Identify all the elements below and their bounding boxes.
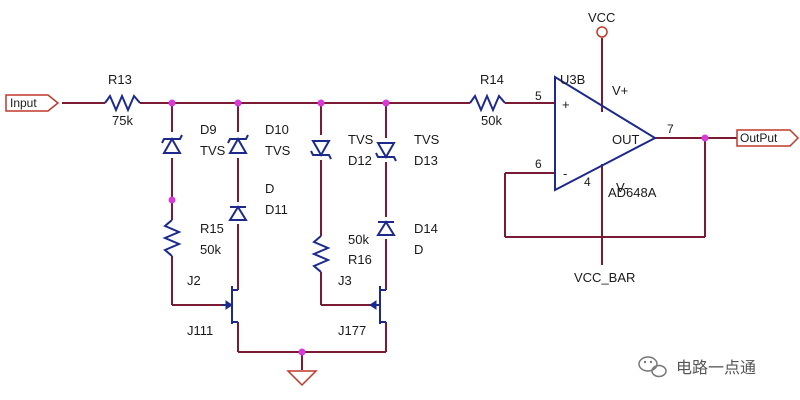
- wechat-icon: [638, 356, 667, 378]
- jfet-j3: J3 J177: [338, 273, 386, 338]
- j2-ref: J2: [187, 273, 201, 288]
- output-port-label: OutPut: [740, 131, 778, 145]
- resistor-r16: 50k R16: [311, 232, 372, 273]
- d12-type: TVS: [348, 132, 374, 147]
- d11-type: D: [265, 181, 274, 196]
- j3-ref: J3: [338, 273, 352, 288]
- opamp-pin-4: 4: [584, 175, 591, 189]
- input-port: Input: [5, 94, 60, 112]
- diode-d13: TVS D13: [375, 132, 440, 168]
- diode-d10: D10 TVS: [227, 122, 291, 158]
- opamp-ref: U3B: [560, 72, 585, 87]
- resistor-r14: R14 50k: [469, 72, 506, 128]
- watermark-text: 电路一点通: [676, 358, 756, 377]
- opamp-minus-sign: -: [563, 166, 567, 181]
- opamp-vplus-label: V+: [612, 83, 628, 98]
- r13-ref: R13: [108, 72, 132, 87]
- opamp-part: AD648A: [608, 185, 657, 200]
- diode-d11: D D11: [228, 181, 288, 221]
- input-port-label: Input: [10, 96, 37, 110]
- vcc-bar-label: VCC_BAR: [574, 270, 635, 285]
- output-port: OutPut: [736, 129, 800, 147]
- r16-ref: R16: [348, 252, 372, 267]
- diode-d9: D9 TVS: [161, 122, 226, 158]
- vcc-power-symbol: VCC: [588, 10, 615, 38]
- opamp-out-label: OUT: [612, 132, 640, 147]
- ground-symbol: [286, 370, 318, 387]
- wires: [62, 38, 737, 370]
- d10-type: TVS: [265, 143, 291, 158]
- r14-ref: R14: [480, 72, 504, 87]
- resistor-r15: R15 50k: [162, 219, 224, 257]
- r15-value: 50k: [200, 242, 221, 257]
- opamp-u3b: U3B + - OUT V+ V- AD648A 5 6 7 4: [535, 72, 674, 200]
- opamp-pin-5: 5: [535, 89, 542, 103]
- r14-value: 50k: [481, 113, 502, 128]
- d10-ref: D10: [265, 122, 289, 137]
- d9-ref: D9: [200, 122, 217, 137]
- d14-ref: D14: [414, 221, 438, 236]
- resistor-r13: R13 75k: [104, 72, 141, 128]
- junction-dots: [168, 99, 709, 356]
- opamp-pin-6: 6: [535, 157, 542, 171]
- d12-ref: D12: [348, 153, 372, 168]
- watermark: 电路一点通: [638, 356, 756, 378]
- vcc-label: VCC: [588, 10, 615, 25]
- opamp-plus-sign: +: [562, 97, 570, 112]
- diode-d12: TVS D12: [310, 132, 374, 168]
- vcc-bar-power-symbol: VCC_BAR: [574, 270, 635, 285]
- opamp-vminus-label: V-: [616, 180, 628, 195]
- d13-ref: D13: [414, 153, 438, 168]
- r13-value: 75k: [112, 113, 133, 128]
- r15-ref: R15: [200, 221, 224, 236]
- j3-part: J177: [338, 323, 366, 338]
- diode-d14: D14 D: [376, 220, 438, 257]
- jfet-j2: J2 J111: [187, 273, 238, 338]
- d13-type: TVS: [414, 132, 440, 147]
- opamp-pin-7: 7: [667, 122, 674, 136]
- d14-type: D: [414, 242, 423, 257]
- j2-part: J111: [187, 323, 213, 338]
- d9-type: TVS: [200, 143, 226, 158]
- r16-value: 50k: [348, 232, 369, 247]
- d11-ref: D11: [265, 202, 288, 217]
